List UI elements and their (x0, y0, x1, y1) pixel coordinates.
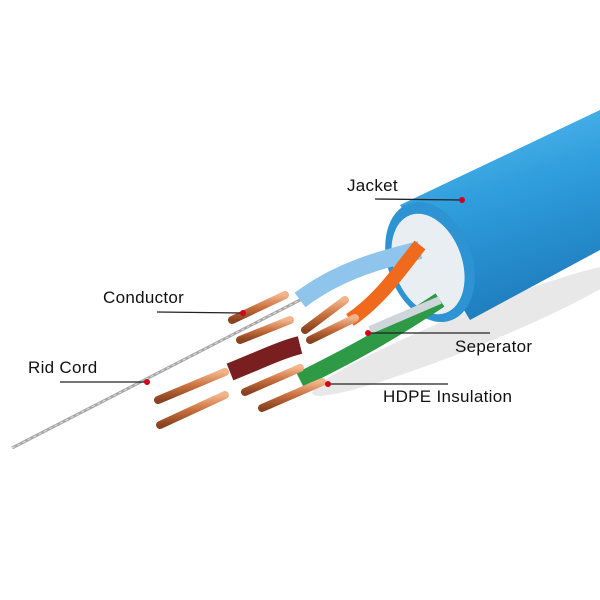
rid-cord (11, 298, 301, 450)
leader-lines (60, 198, 490, 385)
conductors (154, 291, 359, 429)
green-pair (296, 293, 445, 388)
orange-pair (346, 240, 426, 326)
marker-dots (144, 197, 465, 387)
separator (368, 296, 442, 334)
label-separator: Seperator (455, 337, 533, 356)
cable-shadow (312, 264, 600, 396)
label-conductor: Conductor (103, 288, 185, 307)
label-jacket: Jacket (347, 176, 398, 195)
label-rid-cord: Rid Cord (28, 358, 98, 377)
brown-pair (226, 336, 303, 381)
label-insulation: HDPE Insulation (383, 387, 513, 406)
